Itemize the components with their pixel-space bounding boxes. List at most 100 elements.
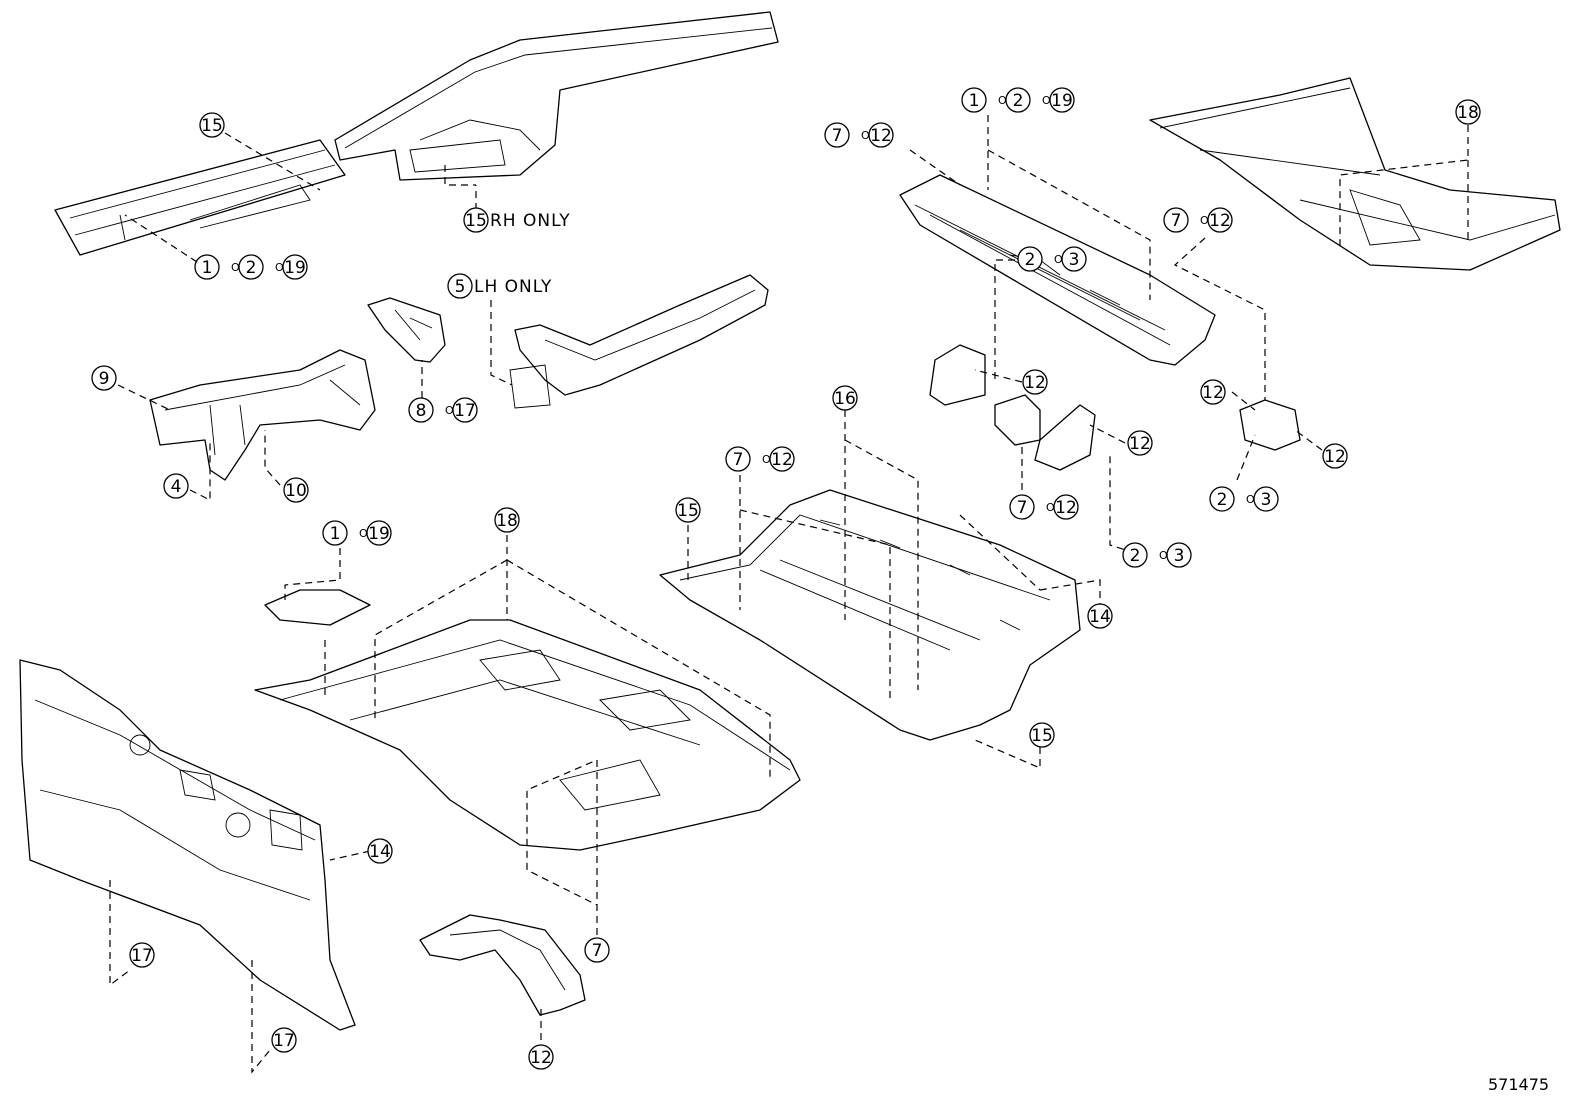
callout-number: 14 [1089,607,1111,627]
callout-number: 12 [1055,498,1077,518]
callout-number: 19 [284,258,306,278]
callout-c-1-19: 1OR19 [322,520,392,546]
callout-number: 19 [1051,91,1073,111]
callout-number: 5 [455,277,466,297]
callout-c-7-12-d: 7OR12 [725,446,795,472]
callout-number: 8 [416,401,427,421]
callout-number: 12 [1129,434,1151,454]
rear-floor-pan-part [1149,77,1561,271]
callout-number: 2 [1025,250,1036,270]
callout-c-7: 7 [584,937,610,963]
callout-number: 15 [677,501,699,521]
callout-circle [283,477,309,503]
callout-circle [1005,87,1031,113]
callout-c-2-3-c: 2OR3 [1122,542,1192,568]
callout-circle [675,497,701,523]
callout-number: 2 [1130,546,1141,566]
callout-number: 12 [530,1048,552,1068]
callout-circle [769,446,795,472]
callout-number: 12 [1324,447,1346,467]
callout-circle [1207,207,1233,233]
callout-number: 7 [832,126,843,146]
callout-circle [271,1027,297,1053]
front-floor-pan-part [254,619,801,851]
callout-number: 12 [1202,383,1224,403]
callout-number: 7 [592,941,603,961]
callout-circle [1163,207,1189,233]
callout-c-1-2-19-b: 1OR2OR19 [961,87,1075,113]
callout-c-16: 16 [832,385,858,411]
callout-c-18-b: 18 [494,507,520,533]
callout-number: 2 [246,258,257,278]
callout-circle [1166,542,1192,568]
callout-circle [961,87,987,113]
callout-circle [868,122,894,148]
callout-c-15-c: 15 [1029,722,1055,748]
callout-c-12-e: 12 [528,1044,554,1070]
callout-c-8-17: 8OR17 [408,397,478,423]
callout-c-17-b: 17 [271,1027,297,1053]
front-side-member-part [54,139,346,256]
callout-circle [1017,246,1043,272]
callout-number: 17 [454,401,476,421]
callout-c-7-12-b: 7OR12 [1163,207,1233,233]
callout-number: 2 [1013,91,1024,111]
callout-circle [584,937,610,963]
callout-circle [194,254,220,280]
callout-number: 18 [496,511,518,531]
callout-circle [163,473,189,499]
callout-number: 12 [771,450,793,470]
rocker-panel-lh-part [509,274,769,409]
callout-c-12-a: 12 [1022,369,1048,395]
callout-c-2-3-a: 2OR3 [1017,246,1087,272]
callout-number: 17 [131,946,153,966]
callout-number: 14 [369,842,391,862]
callout-circle [199,112,225,138]
callout-c-1-2-19-a: 1OR2OR19 [194,254,308,280]
callout-circle [824,122,850,148]
tunnel-brace-part [419,914,586,1016]
callout-number: 3 [1174,546,1185,566]
callout-c-10: 10 [283,477,309,503]
callout-c-12-d: 12 [1127,430,1153,456]
rear-floor-cross-member-part [899,174,1216,366]
callout-number: 15 [465,211,487,231]
callout-number: 12 [1209,211,1231,231]
callout-circle [528,1044,554,1070]
callout-c-2-3-b: 2OR3 [1209,486,1279,512]
callout-number: 17 [273,1031,295,1051]
callout-c-9: 9 [91,365,117,391]
callout-circle [832,385,858,411]
callout-number: 3 [1069,250,1080,270]
callout-c-7-12-a: 7OR12 [824,122,894,148]
callout-circle [366,520,392,546]
callout-number: 15 [201,116,223,136]
callout-note: LH ONLY [474,277,552,297]
callout-circle [129,942,155,968]
callout-number: 4 [171,477,182,497]
callout-number: 12 [870,126,892,146]
callout-circle [1029,722,1055,748]
callout-circle [463,207,489,233]
callout-circle [367,838,393,864]
dash-panel-part [19,659,356,1031]
callout-number: 16 [834,389,856,409]
callout-c-15-b: 15 [675,497,701,523]
callout-circle [322,520,348,546]
floor-plate-part [264,589,371,626]
callout-circle [1200,379,1226,405]
callout-circle [1061,246,1087,272]
callout-c-5-lh: 5 LH ONLY [447,273,552,299]
callout-number: 12 [1024,373,1046,393]
callout-number: 10 [285,481,307,501]
callout-number: 1 [202,258,213,278]
callout-circle [494,507,520,533]
callout-c-14-b: 14 [367,838,393,864]
callout-circle [1049,87,1075,113]
upper-rail-assembly-part [334,11,779,181]
callout-circle [1127,430,1153,456]
callout-number: 9 [99,369,110,389]
callout-c-12-b: 12 [1200,379,1226,405]
callout-circle [447,273,473,299]
